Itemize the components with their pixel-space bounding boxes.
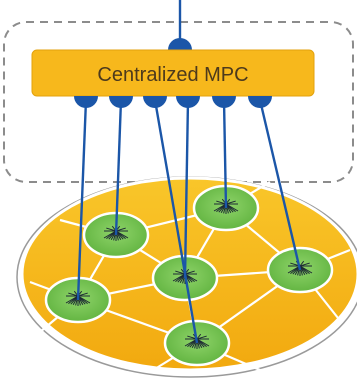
port-3 [143, 96, 167, 108]
tree-icon [287, 260, 313, 276]
port-5 [212, 96, 236, 108]
control-link-2 [114, 99, 123, 236]
controller-box: Centralized MPC [31, 49, 315, 97]
port-1 [74, 96, 98, 108]
control-link-5 [222, 99, 228, 209]
control-link-4 [183, 99, 190, 279]
control-link-3 [153, 99, 199, 344]
port-4 [176, 96, 200, 108]
controller-boundary [3, 21, 354, 183]
controller-ports [74, 96, 272, 108]
control-link-6 [258, 99, 302, 271]
control-links [76, 99, 302, 344]
control-link-1 [76, 99, 88, 301]
uplink-port [168, 38, 192, 50]
port-6 [248, 96, 272, 108]
port-2 [109, 96, 133, 108]
controller-label: Centralized MPC [97, 64, 248, 86]
